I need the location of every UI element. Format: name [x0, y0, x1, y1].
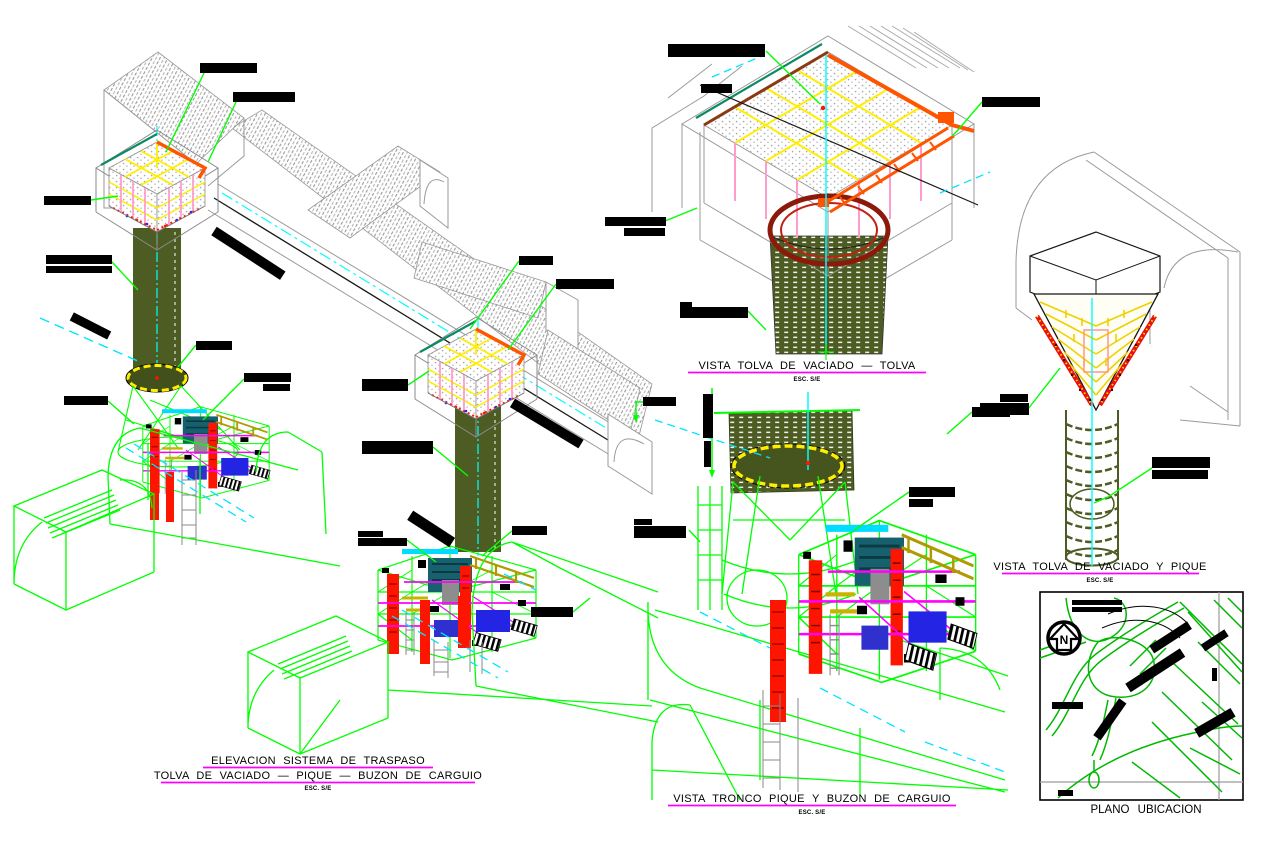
view-elevacion-sistema-traspaso: ELEVACION SISTEMA DE TRASPASO TOLVA DE V…: [12, 51, 659, 792]
redacted-callouts: [1052, 600, 1236, 796]
tunnels-assembly2: [246, 541, 659, 755]
redacted-callout: [69, 312, 112, 340]
view-vista-tolva-pique: VISTA TOLVA DE VACIADO Y PIQUE ESC. S/E: [980, 151, 1241, 584]
redacted-callout: [196, 341, 232, 350]
brown-edge-beam: [703, 50, 829, 127]
redacted-callout: [509, 398, 584, 449]
funnel-wireframe-1: [117, 385, 241, 468]
view-plano-ubicacion: N PLANO UBICACION: [1039, 591, 1244, 816]
grill-yellow-grid: [734, 69, 922, 181]
title-vista-tolva-pique: VISTA TOLVA DE VACIADO Y PIQUE ESC. S/E: [993, 561, 1206, 584]
redacted-callout: [1125, 648, 1186, 693]
redacted-callout: [701, 84, 732, 93]
leader-lines: [90, 72, 591, 613]
redacted-callout: [704, 441, 711, 467]
redacted-callouts: [44, 63, 614, 617]
redacted-callout: [263, 384, 290, 391]
redacted-callout: [668, 44, 765, 57]
leader-lines: [635, 401, 973, 543]
title-vista-tronco: VISTA TRONCO PIQUE Y BUZON DE CARGUIO ES…: [668, 793, 956, 816]
redacted-callout: [680, 307, 748, 318]
redacted-callout: [200, 63, 257, 73]
tunnels-assembly1: [12, 427, 341, 611]
redacted-callout: [1072, 607, 1122, 612]
redacted-callout: [1152, 470, 1208, 479]
redacted-callout: [1052, 702, 1083, 709]
tronco-pique-wireframe: [697, 475, 859, 627]
view-title: VISTA TOLVA DE VACIADO — TOLVA: [698, 360, 915, 372]
scale-label: ESC. S/E: [799, 810, 826, 816]
view-title: VISTA TRONCO PIQUE Y BUZON DE CARGUIO: [673, 793, 951, 805]
redacted-callout: [211, 226, 286, 280]
view-vista-tronco: VISTA TRONCO PIQUE Y BUZON DE CARGUIO ES…: [633, 388, 1010, 816]
redacted-callouts: [605, 44, 1040, 318]
redacted-callout: [680, 302, 692, 307]
speck-dots: [1054, 343, 1138, 402]
redacted-callout: [407, 510, 456, 548]
pink-gate-detail: [1083, 329, 1109, 373]
redacted-callout: [556, 279, 614, 289]
redacted-callout: [512, 526, 547, 535]
view-vista-tolva: VISTA TOLVA DE VACIADO — TOLVA ESC. S/E: [605, 25, 1040, 383]
redacted-callout: [643, 397, 676, 406]
redacted-callout: [1194, 707, 1236, 738]
teal-edge-beam: [695, 43, 823, 119]
redacted-callout: [1000, 394, 1028, 402]
chamber-vault: [413, 241, 579, 353]
redacted-callout: [1093, 698, 1127, 741]
redacted-callout: [46, 266, 112, 273]
buzon-carguio-1: [141, 405, 272, 500]
tolva-funnel-section: [1032, 293, 1160, 412]
pique-ring-opening: [767, 193, 891, 267]
redacted-callout: [46, 255, 112, 264]
redacted-callout: [624, 228, 665, 236]
leader-lines: [1027, 367, 1153, 504]
view-title-line2: TOLVA DE VACIADO — PIQUE — BUZON DE CARG…: [154, 770, 482, 782]
view-title: VISTA TOLVA DE VACIADO Y PIQUE: [993, 561, 1206, 573]
scale-label: ESC. S/E: [794, 377, 821, 383]
redacted-callout: [1200, 629, 1229, 652]
redacted-callout: [358, 538, 407, 546]
redacted-callout: [64, 396, 108, 405]
scale-label: ESC. S/E: [1087, 578, 1114, 584]
redacted-callout: [531, 607, 573, 617]
gallery-end-vault: [537, 329, 653, 495]
buzon-carguio-main: [799, 521, 977, 683]
redacted-callout: [44, 196, 91, 205]
redacted-callout: [634, 526, 686, 538]
redacted-callout: [1058, 790, 1073, 796]
redacted-callout: [634, 519, 652, 525]
redacted-callout: [519, 256, 553, 265]
redacted-callout: [703, 394, 713, 438]
redacted-callout: [982, 97, 1040, 107]
north-arrow: N: [1046, 620, 1082, 656]
scale-label: ESC. S/E: [305, 786, 332, 792]
redacted-callout: [358, 531, 383, 537]
redacted-callouts: [634, 394, 1010, 538]
redacted-callout: [909, 499, 933, 507]
redacted-callout: [1149, 621, 1192, 654]
north-label: N: [1060, 633, 1069, 647]
redacted-callout: [362, 441, 433, 454]
orange-rail-beam: [818, 53, 975, 214]
branch-vault-ne: [307, 145, 449, 239]
redacted-callout: [972, 407, 1010, 417]
leader-lines: [664, 50, 983, 331]
view-title-line1: ELEVACION SISTEMA DE TRASPASO: [211, 755, 425, 767]
north-house-icon: [1047, 622, 1081, 652]
redacted-callout: [909, 487, 955, 497]
pique-shaft-perforated: [769, 235, 889, 355]
redacted-callout: [1152, 457, 1210, 468]
redacted-callout: [244, 373, 291, 382]
redacted-callout: [1212, 668, 1217, 681]
redacted-callout: [233, 92, 295, 102]
redacted-callout: [362, 379, 408, 391]
title-elevacion: ELEVACION SISTEMA DE TRASPASO TOLVA DE V…: [154, 755, 482, 792]
redacted-callout: [1072, 600, 1122, 605]
title-vista-tolva: VISTA TOLVA DE VACIADO — TOLVA ESC. S/E: [688, 360, 926, 383]
map-title: PLANO UBICACION: [1090, 804, 1201, 816]
redacted-callout: [605, 217, 666, 226]
